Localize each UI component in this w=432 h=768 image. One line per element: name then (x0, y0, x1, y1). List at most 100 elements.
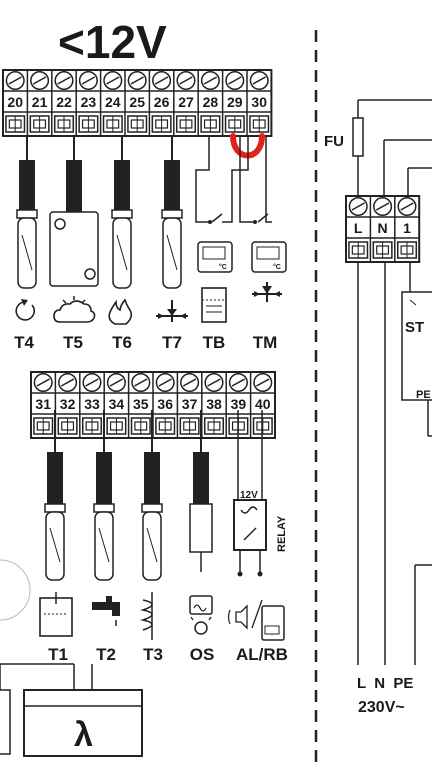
terminal-clamp (5, 115, 26, 133)
terminal-number: 38 (206, 396, 222, 412)
power-voltage-label: 230V~ (358, 699, 405, 716)
sensor-probe-t1 (44, 410, 66, 581)
power-wiring: FU (324, 99, 432, 196)
terminal-number: 33 (84, 396, 100, 412)
terminal-number: 25 (129, 94, 145, 110)
terminal-number: 34 (109, 396, 125, 412)
terminal-clamp (224, 115, 245, 133)
thermostat-tm-unit: °C (273, 263, 281, 271)
sensor-probe-t7 (161, 136, 183, 289)
terminal-number: 24 (105, 94, 121, 110)
mixing-arrow-icon (252, 282, 282, 302)
buffer-tank-icon (39, 592, 73, 637)
terminal-number: 30 (251, 94, 267, 110)
terminal-number: L (354, 220, 363, 236)
terminal-screw (103, 70, 123, 91)
terminal-screw (348, 196, 368, 217)
fuse (352, 117, 364, 157)
terminal-screw (249, 70, 269, 91)
terminal-clamp (155, 417, 176, 435)
tap-icon (92, 596, 120, 626)
sensor-probes-top (16, 136, 183, 289)
terminal-screw (200, 70, 220, 91)
terminal-screw (106, 372, 126, 393)
icons-bottom (39, 592, 285, 641)
sensor-probes-bottom (44, 410, 213, 581)
terminal-clamp (81, 417, 103, 435)
terminal-number: 37 (182, 396, 198, 412)
sensor-label: TM (253, 333, 278, 352)
sensor-probe-t3 (141, 410, 163, 581)
relay-label: RELAY (276, 515, 288, 552)
sensor-probe-t4 (16, 136, 38, 289)
icons-top (15, 282, 282, 325)
terminal-clamp (396, 241, 418, 259)
terminal-number: 32 (60, 396, 76, 412)
terminal-screw (54, 70, 74, 91)
terminal-screw (131, 372, 151, 393)
terminal-number: 28 (203, 94, 219, 110)
coil-icon (140, 592, 153, 640)
power-lines-label: L N PE (357, 675, 413, 692)
sensor-box-t5 (49, 136, 99, 287)
terminal-clamp (203, 417, 225, 435)
terminal-clamp (29, 115, 50, 133)
power-lines (357, 262, 432, 665)
sensor-label: T3 (143, 645, 163, 664)
terminal-screw (180, 372, 200, 393)
sensor-label: T5 (63, 333, 83, 352)
st-module: ST PE (401, 291, 432, 437)
alarm-icon (227, 599, 285, 641)
terminal-number: 26 (154, 94, 170, 110)
terminal-screw (30, 70, 50, 91)
burner-icon (189, 595, 213, 635)
terminal-clamp (53, 115, 75, 133)
terminal-number: N (378, 220, 388, 236)
terminal-clamp (106, 417, 127, 435)
terminal-screw (33, 372, 53, 393)
weather-icon (53, 296, 96, 323)
terminal-clamp (33, 417, 54, 435)
terminal-clamp (200, 115, 221, 133)
thermostat-tb: °C (197, 241, 233, 273)
sensor-label: TB (203, 333, 226, 352)
sensor-label: T1 (48, 645, 68, 664)
sensor-label: T2 (96, 645, 116, 664)
terminal-number: 40 (255, 396, 271, 412)
sensor-label: OS (190, 645, 215, 664)
relay: 12V RELAY (233, 410, 288, 577)
relay-voltage: 12V (240, 490, 258, 501)
sensor-label: T6 (112, 333, 132, 352)
terminal-screw (397, 196, 417, 217)
terminal-number: 29 (227, 94, 243, 110)
terminal-number: 21 (32, 94, 48, 110)
terminal-clamp (175, 115, 197, 133)
terminal-screw (5, 70, 25, 91)
terminal-clamp (179, 417, 200, 435)
terminal-number: 1 (403, 220, 411, 236)
terminal-number: 39 (231, 396, 247, 412)
st-module-pe: PE (416, 389, 431, 401)
sensor-label: T7 (162, 333, 182, 352)
terminal-clamp (130, 417, 151, 435)
thermostat-tb-unit: °C (219, 263, 227, 271)
terminal-clamp (252, 417, 273, 435)
terminal-clamp (102, 115, 123, 133)
terminal-clamp (249, 115, 270, 133)
terminal-clamp (57, 417, 78, 435)
terminal-clamp (348, 241, 369, 259)
terminal-screw (58, 372, 78, 393)
terminal-number: 27 (178, 94, 194, 110)
rotation-icon (15, 301, 35, 321)
sensor-probe-t6 (111, 136, 133, 289)
st-module-label: ST (405, 319, 424, 336)
terminal-clamp (151, 115, 172, 133)
sensor-probe-t2 (93, 410, 115, 581)
terminal-screw (176, 70, 196, 91)
fuse-label: FU (324, 133, 344, 150)
terminal-clamp (372, 241, 393, 259)
sensor-label: AL/RB (236, 645, 288, 664)
